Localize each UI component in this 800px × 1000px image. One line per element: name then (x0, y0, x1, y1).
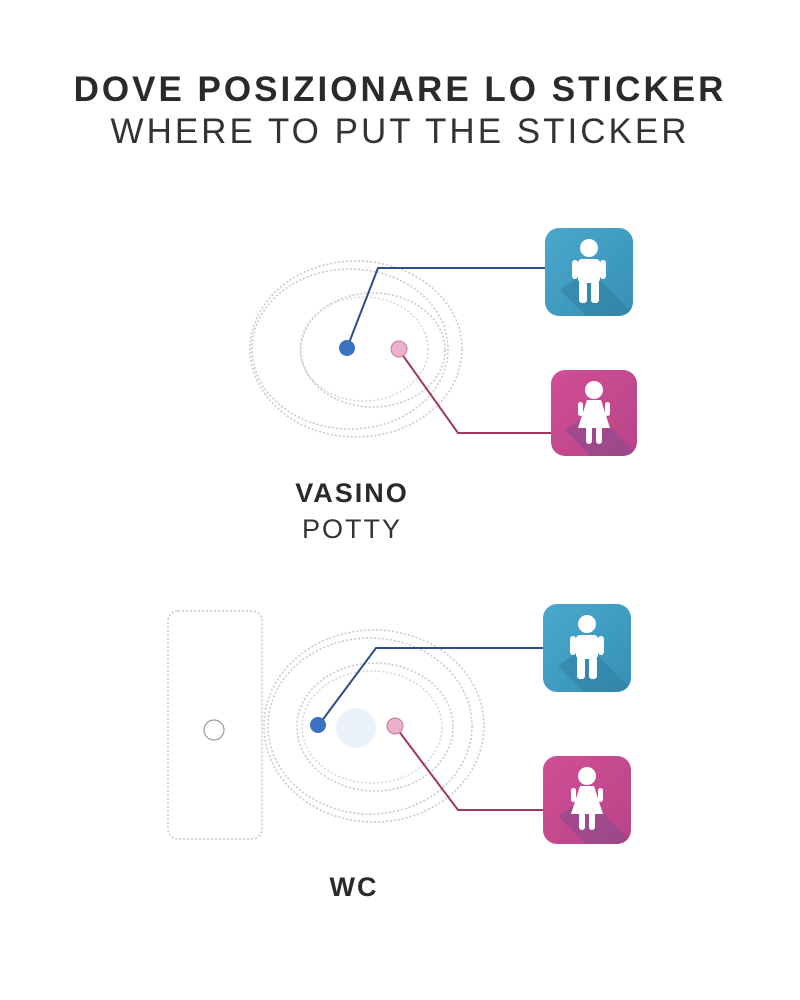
wc-girl-dot (386, 717, 404, 735)
wc-label: WC (329, 872, 379, 902)
wc-boy-line (317, 647, 545, 727)
boy-icon (543, 604, 631, 692)
girl-icon (551, 370, 637, 456)
potty-outline (249, 260, 463, 438)
title-english: WHERE TO PUT THE STICKER (110, 112, 690, 151)
potty-girl-line (398, 349, 552, 434)
wc-girl-line (394, 725, 545, 811)
potty-girl-dot (390, 340, 408, 358)
wc-outline (167, 610, 485, 840)
boy-icon (545, 228, 633, 316)
wc-boy-dot (310, 717, 326, 733)
potty-boy-line (346, 267, 548, 349)
girl-icon (543, 756, 631, 844)
potty-label-english: POTTY (301, 514, 402, 544)
title-italian: DOVE POSIZIONARE LO STICKER (73, 70, 727, 109)
potty-label-italian: VASINO (295, 478, 409, 508)
potty-boy-dot (339, 340, 355, 356)
wc-drain (336, 708, 376, 748)
